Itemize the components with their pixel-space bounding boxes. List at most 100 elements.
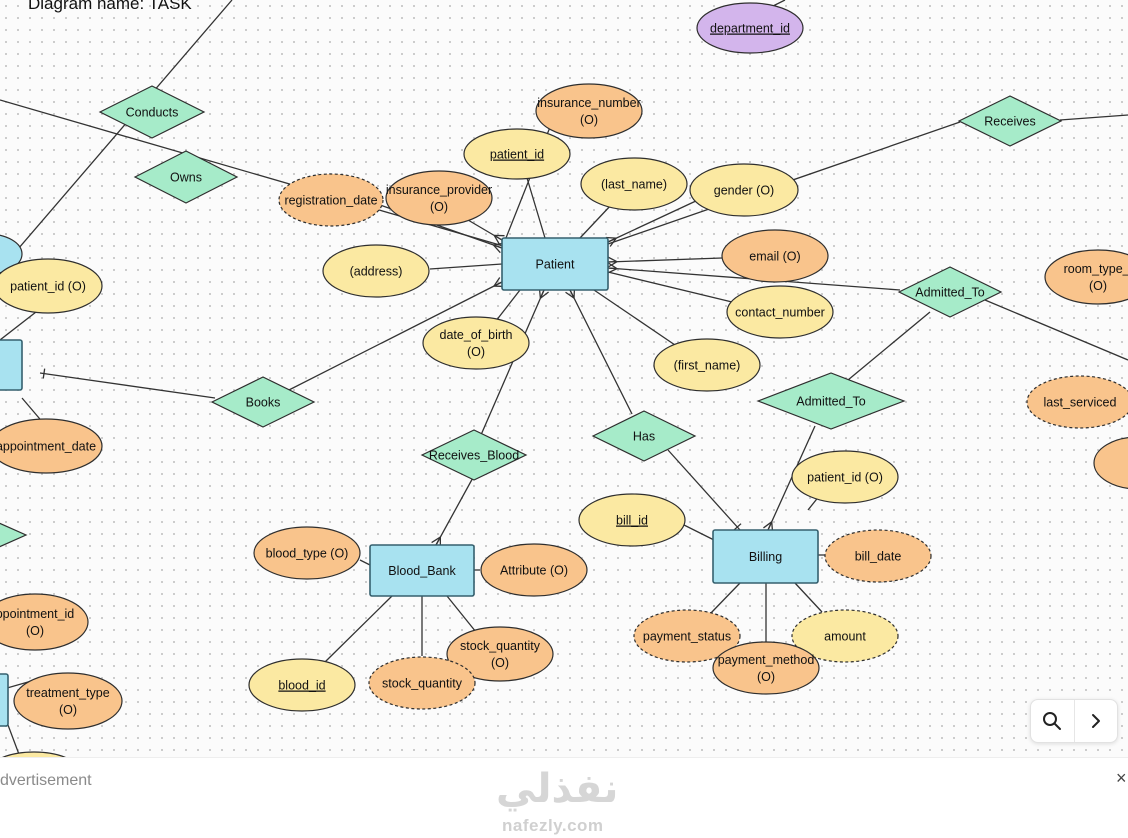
attr-insurance-number-shape — [536, 84, 642, 138]
rel-admitted-to-1-label: Admitted_To — [915, 286, 985, 300]
one-marker-left-entity — [43, 369, 44, 379]
er-diagram: idstConductsOwnsReceivesAdmitted_ToAdmit… — [0, 0, 1128, 757]
line-blood-id — [325, 596, 392, 662]
entity-billing-label: Billing — [749, 550, 782, 564]
line-conducts — [0, 0, 232, 270]
entity-left-bottom-partial[interactable] — [0, 674, 8, 726]
attr-attribute[interactable]: Attribute (O) — [481, 544, 587, 596]
attr-appointment-id[interactable]: ppointment_id (O) — [0, 594, 88, 650]
rel-receives-label: Receives — [984, 115, 1035, 129]
attr-appointment-id-label-line-1: ppointment_id — [0, 607, 74, 621]
attr-appointment-date-label: appointment_date — [0, 440, 96, 454]
attr-patient-id[interactable]: patient_id — [464, 129, 570, 179]
attr-payment-method[interactable]: payment_method(O) — [713, 642, 819, 694]
attr-contact-number-label: contact_number — [735, 306, 825, 320]
diagram-title: Diagram name: TASK — [28, 0, 192, 14]
attr-date-of-birth-shape — [423, 317, 529, 369]
line-admitted-right — [985, 300, 1128, 360]
attr-stock-quantity[interactable]: stock_quantity — [369, 657, 475, 709]
watermark-logo-latin: nafezly.com — [502, 816, 604, 836]
line-last-name — [580, 204, 612, 238]
attr-date-of-birth-label-line-1: date_of_birth — [440, 328, 513, 342]
attr-bill-id-label: bill_id — [616, 514, 648, 528]
chevron-right-icon — [1089, 712, 1103, 730]
entity-blood-bank-label: Blood_Bank — [388, 564, 456, 578]
attr-appointment-date[interactable]: appointment_date — [0, 419, 102, 473]
line-address — [430, 264, 502, 269]
line-amount — [795, 583, 822, 612]
attr-billing-patient-id[interactable]: patient_id (O) — [792, 451, 898, 503]
attr-bill-date[interactable]: bill_date — [825, 530, 931, 582]
attr-gender[interactable]: gender (O) — [690, 164, 798, 216]
rel-receives-blood[interactable]: Receives_Blood — [422, 430, 526, 480]
attr-appointment-id-label-line-2: (O) — [26, 624, 44, 638]
diagram-shapes: idstConductsOwnsReceivesAdmitted_ToAdmit… — [0, 3, 1128, 757]
line-stock-quantity-o — [447, 596, 476, 632]
attr-first-name[interactable]: (first_name) — [654, 339, 760, 391]
attr-insurance-provider-label-line-1: insurance_provider — [386, 183, 492, 197]
line-payment-status — [710, 583, 740, 614]
attr-room-type[interactable]: room_type_i(O) — [1045, 250, 1128, 304]
entity-left-bottom-partial-shape — [0, 674, 8, 726]
attr-treatment-type[interactable]: treatment_type(O) — [14, 673, 122, 729]
attr-attribute-label: Attribute (O) — [500, 564, 568, 578]
rel-books-label: Books — [246, 396, 281, 410]
next-button[interactable] — [1074, 700, 1118, 742]
attr-right-partial-shape — [1094, 437, 1128, 489]
rel-admitted-to-1[interactable]: Admitted_To — [899, 267, 1001, 317]
attr-appointment-id-shape — [0, 594, 88, 650]
attr-registration-date-label: registration_date — [284, 194, 377, 208]
attr-insurance-provider[interactable]: insurance_provider (O) — [386, 171, 492, 225]
attr-date-of-birth-label-line-2: (O) — [467, 345, 485, 359]
entity-billing[interactable]: Billing — [713, 530, 818, 583]
attr-date-of-birth[interactable]: date_of_birth (O) — [423, 317, 529, 369]
attr-stock-quantity-label: stock_quantity — [382, 677, 463, 691]
attr-bill-date-label: bill_date — [855, 550, 902, 564]
rel-left-partial[interactable] — [0, 519, 26, 551]
attr-treatment-type-label-line-2: (O) — [59, 703, 77, 717]
line-email — [608, 258, 722, 262]
line-admitted-link — [848, 312, 930, 380]
rel-owns[interactable]: Owns — [135, 151, 237, 203]
rel-conducts[interactable]: Conducts — [100, 86, 204, 138]
attr-last-name[interactable]: (last_name) — [581, 158, 687, 210]
rel-has[interactable]: Has — [593, 411, 695, 461]
attr-room-type-label-line-1: room_type_i — [1064, 262, 1128, 276]
attr-patient-id-label: patient_id — [490, 148, 544, 162]
entity-left-partial-shape — [0, 340, 22, 390]
entity-left-partial[interactable]: st — [0, 340, 22, 390]
attr-address-label: (address) — [350, 265, 403, 279]
attr-address[interactable]: (address) — [323, 245, 429, 297]
attr-right-partial[interactable]: st — [1094, 437, 1128, 489]
attr-insurance-number-label-line-2: (O) — [580, 113, 598, 127]
rel-receives[interactable]: Receives — [959, 96, 1061, 146]
attr-blood-type[interactable]: blood_type (O) — [254, 527, 360, 579]
attr-payment-method-label-line-1: payment_method — [718, 653, 815, 667]
attr-bill-id[interactable]: bill_id — [579, 494, 685, 546]
attr-left-patient-id[interactable]: patient_id (O) — [0, 259, 102, 313]
entity-blood-bank[interactable]: Blood_Bank — [370, 545, 474, 596]
attr-gender-label: gender (O) — [714, 184, 774, 198]
attr-registration-date[interactable]: registration_date — [279, 174, 383, 226]
attr-email[interactable]: email (O) — [722, 230, 828, 282]
zoom-search-button[interactable] — [1031, 700, 1074, 742]
entity-patient[interactable]: Patient — [502, 238, 608, 290]
attr-insurance-provider-label-line-2: (O) — [430, 200, 448, 214]
rel-admitted-to-2[interactable]: Admitted_To — [758, 373, 904, 429]
rel-admitted-to-2-label: Admitted_To — [796, 395, 866, 409]
advertisement-label: dvertisement — [0, 772, 92, 790]
attr-department-id[interactable]: department_id — [697, 3, 803, 53]
entity-patient-label: Patient — [536, 258, 575, 272]
advertisement-bar: dvertisement نفذلي nafezly.com × — [0, 757, 1128, 838]
attr-insurance-number[interactable]: insurance_number(O) — [536, 84, 642, 138]
attr-last-serviced[interactable]: last_serviced — [1027, 376, 1128, 428]
attr-contact-number[interactable]: contact_number — [727, 286, 833, 338]
attr-blood-id[interactable]: blood_id — [249, 659, 355, 711]
attr-stock-quantity-o-label-line-1: stock_quantity — [460, 639, 541, 653]
line-bill-id — [684, 525, 714, 540]
attr-payment-method-shape — [713, 642, 819, 694]
diagram-canvas[interactable]: idstConductsOwnsReceivesAdmitted_ToAdmit… — [0, 0, 1128, 757]
close-ad-button[interactable]: × — [1116, 768, 1127, 789]
attr-first-name-label: (first_name) — [674, 359, 741, 373]
attr-treatment-type-shape — [14, 673, 122, 729]
